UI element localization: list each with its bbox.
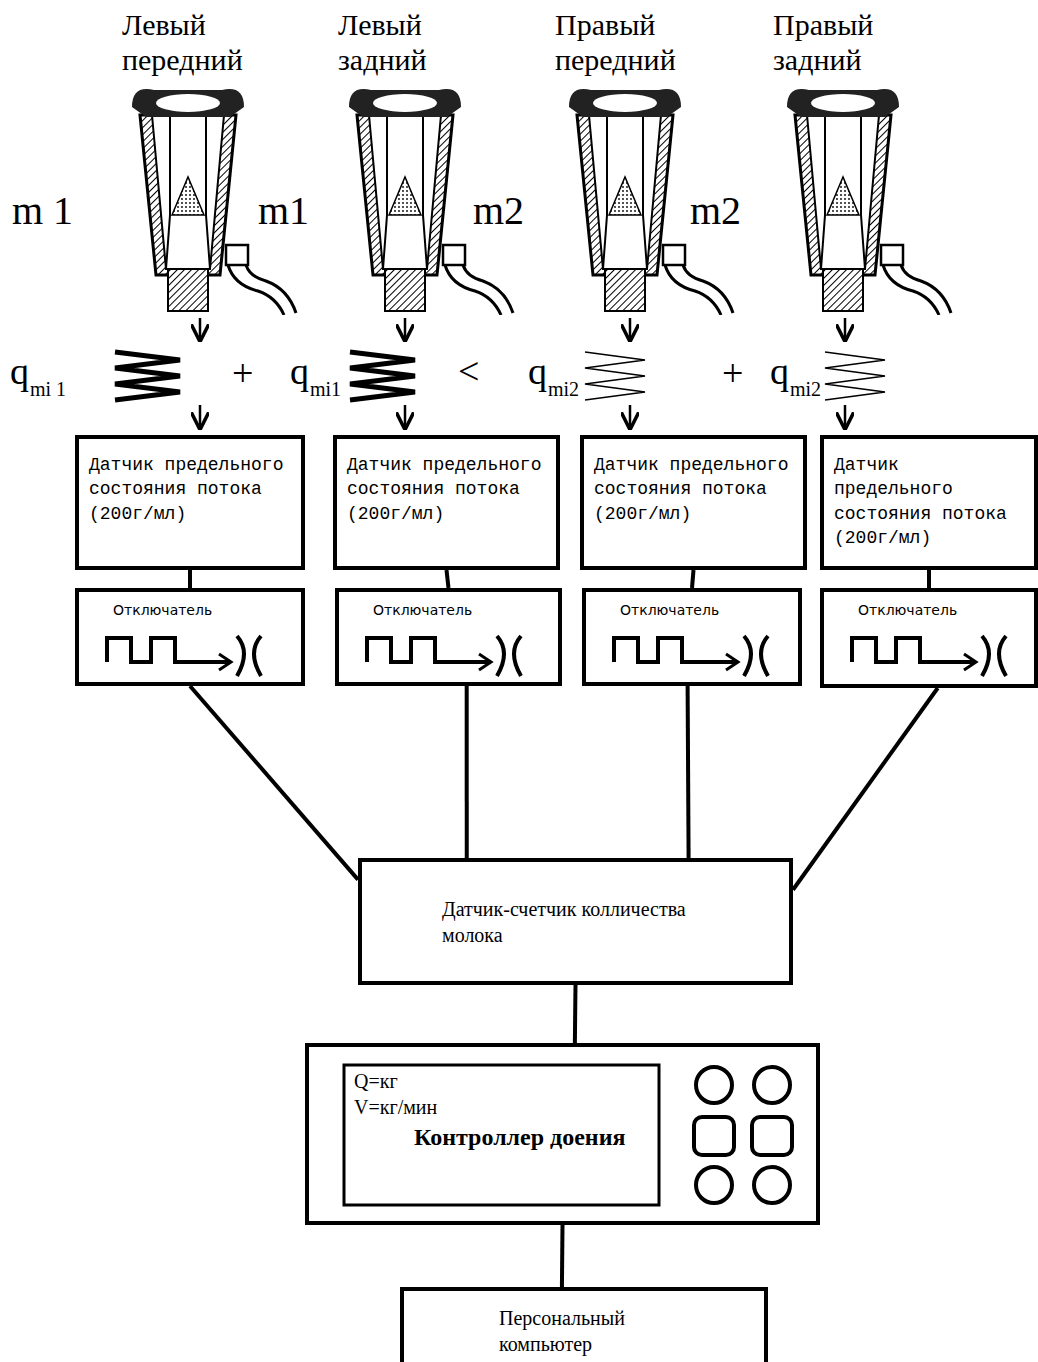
mass-label: m1 <box>258 188 309 234</box>
switch-box: Отключатель <box>582 588 802 686</box>
switch-box: Отключатель <box>335 588 562 686</box>
sensor-box: Датчик предельного состояния потока (200… <box>75 435 305 570</box>
connector-line <box>188 570 192 588</box>
switch-box: Отключатель <box>820 588 1038 688</box>
connector-line <box>465 686 469 858</box>
sensor-box: Датчик предельного состояния потока (200… <box>820 435 1038 570</box>
connector-line <box>447 570 449 588</box>
flow-subscript: mi2 <box>790 378 821 401</box>
flow-subscript: mi 1 <box>30 378 66 401</box>
sensor-box: Датчик предельного состояния потока (200… <box>580 435 807 570</box>
connector-line <box>688 686 689 858</box>
column-heading: Правый задний <box>773 8 923 77</box>
flow-symbol: q <box>528 350 547 394</box>
switch-label: Отключатель <box>586 592 798 618</box>
sensor-label: Датчик предельного состояния потока (200… <box>89 453 293 526</box>
operator: < <box>458 350 479 394</box>
flow-subscript: mi1 <box>310 378 341 401</box>
flow-symbol: q <box>10 350 29 394</box>
column-heading: Левый передний <box>122 8 282 77</box>
connector-line <box>573 985 578 1043</box>
operator: + <box>722 352 743 396</box>
connector-line <box>560 1225 565 1287</box>
column-heading: Правый передний <box>555 8 715 77</box>
switch-label: Отключатель <box>824 592 1034 618</box>
connector-line <box>692 570 694 588</box>
controller-box: Q=кгV=кг/минКонтроллер доения <box>305 1043 820 1225</box>
sensor-box: Датчик предельного состояния потока (200… <box>333 435 560 570</box>
switch-box: Отключатель <box>75 588 305 686</box>
sensor-label: Датчик предельного состояния потока (200… <box>594 453 795 526</box>
computer-label: Персональный компьютер <box>404 1291 729 1362</box>
switch-label: Отключатель <box>79 592 301 618</box>
display-value: Q=кг <box>354 1069 634 1093</box>
sensor-label: Датчик предельного состояния потока (200… <box>347 453 548 526</box>
connector-line <box>927 570 931 588</box>
column-heading: Левый задний <box>338 8 488 77</box>
flow-subscript: mi2 <box>548 378 579 401</box>
counter-label: Датчик-счетчик колличества молока <box>362 862 722 958</box>
computer-box: Персональный компьютер <box>400 1287 768 1362</box>
flow-symbol: q <box>290 350 309 394</box>
sensor-label: Датчик предельного состояния потока (200… <box>834 453 1026 550</box>
flow-symbol: q <box>770 350 789 394</box>
connector-line <box>793 688 938 890</box>
connector-line <box>190 686 358 880</box>
mass-label: m2 <box>473 188 524 234</box>
mass-label: m2 <box>690 188 741 234</box>
operator: + <box>232 352 253 396</box>
mass-label: m 1 <box>12 188 73 234</box>
controller-title: Контроллер доения <box>414 1123 644 1152</box>
display-value: V=кг/мин <box>354 1095 634 1119</box>
counter-box: Датчик-счетчик колличества молока <box>358 858 793 985</box>
switch-label: Отключатель <box>339 592 558 618</box>
